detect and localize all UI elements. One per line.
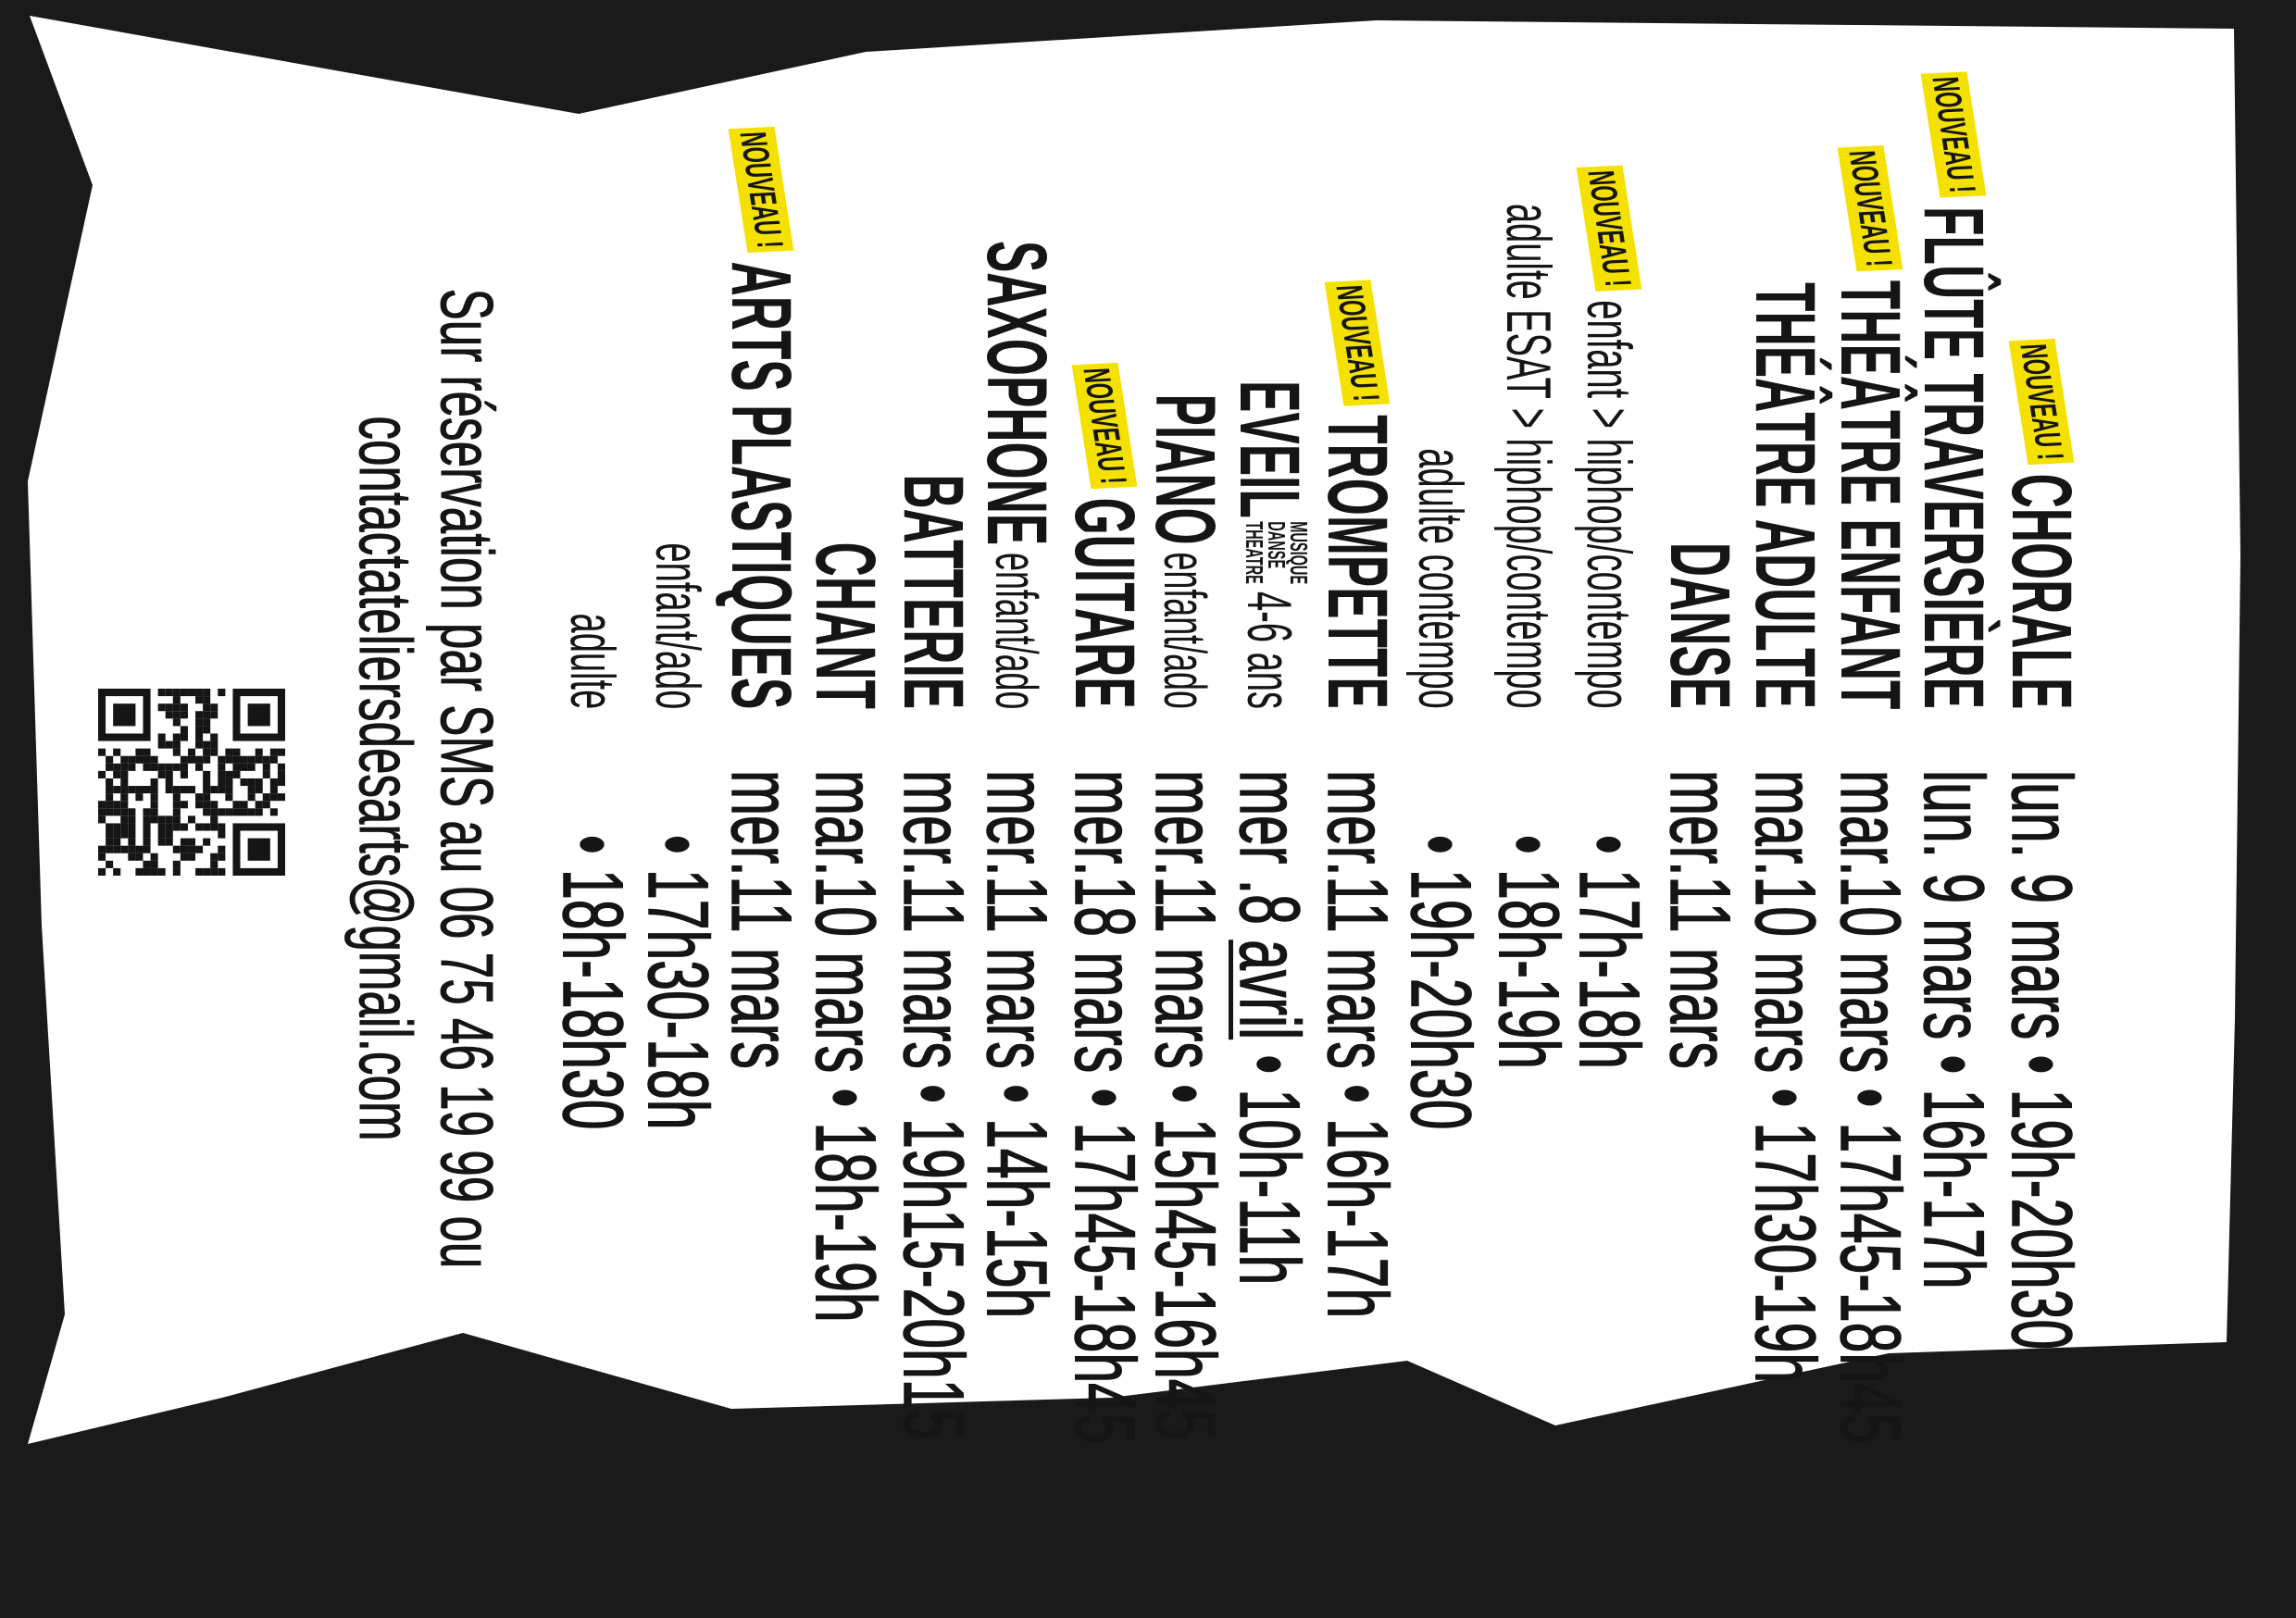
new-badge: NOUVEAU ! — [1071, 363, 1138, 490]
schedule-row-danse-adulte: adulte contempo • 19h-20h30 — [1392, 0, 1488, 1618]
schedule-row-piano: PIANO enfant/ado mer.11 mars • 15h45-16h4… — [1137, 0, 1232, 1618]
website-link[interactable]: www.ateliersdesarts.com — [34, 643, 82, 954]
activity-date: lun. 9 mars • 16h-17h — [1905, 769, 2001, 1289]
activity-label: EVEIL — [1222, 380, 1316, 518]
activity-time: • 18h-19h — [1480, 834, 1576, 1070]
schedule-row-arts-plastiques: NOUVEAU ! ARTS PLASTIQUES mer.11 mars — [713, 0, 809, 1618]
activity-date: mer.11 mars • 19h15-20h15 — [885, 769, 980, 1440]
new-badge: NOUVEAU ! — [1837, 144, 1903, 272]
activity-label: BATTERIE — [886, 474, 980, 709]
activity-sublabel: enfant/ado — [643, 542, 713, 709]
activity-label: FLÛTE TRAVERSIÈRE — [1906, 206, 2001, 709]
reservation-text: Sur réservation par SMS au 06 75 46 19 9… — [426, 288, 509, 1269]
activity-label: CHORALE — [1994, 473, 2089, 709]
activity-sublabel: adulte ESAT > hiphop/contempo — [1493, 204, 1564, 709]
schedule-row-arts-enfant: enfant/ado • 17h30-18h — [630, 0, 725, 1618]
activity-date: mer .8 avril • 10h-11h — [1221, 769, 1316, 1285]
activity-label: THÉÂTRE ADULTE — [1738, 282, 1832, 709]
schedule-row-chant: CHANT mar.10 mars • 18h-19h — [797, 0, 892, 1618]
date-day: mer .8 — [1221, 769, 1316, 940]
new-badge: NOUVEAU ! — [1324, 280, 1391, 407]
activity-audience: enfant/ado — [983, 552, 1050, 709]
activity-date: mer.11 mars • 15h45-16h45 — [1137, 769, 1232, 1440]
schedule-row-danse: DANSE mer.11 mars — [1652, 0, 1747, 1618]
activity-date: mar.10 mars • 17h45-18h45 — [1822, 769, 1917, 1444]
activity-date: mer.18 mars • 17h45-18h45 — [1056, 769, 1152, 1444]
activity-date: mer.11 mars • 14h-15h — [968, 769, 1064, 1319]
activity-date: lun. 9 mars • 19h-20h30 — [1993, 769, 2089, 1350]
activity-date: mar.10 mars • 18h-19h — [797, 769, 892, 1323]
schedule-row-saxophone: SAXOPHONE enfant/ado mer.11 mars • 14h-15… — [968, 0, 1064, 1618]
schedule-row-batterie: BATTERIE mer.11 mars • 19h15-20h15 — [885, 0, 980, 1618]
activity-label: THÉÂTRE ENFANT — [1823, 280, 1917, 709]
date-month: avril — [1221, 940, 1316, 1040]
discipline-text: THEATRE — [1241, 521, 1268, 584]
schedule-row-danse-enfant: NOUVEAU ! enfant > hiphop/contempo • 17h-… — [1561, 0, 1657, 1618]
contact-email[interactable]: contactateliersdesarts@gmail.com — [344, 416, 428, 1141]
activity-label: DANSE — [1653, 541, 1747, 709]
activity-date: mer.11 mars — [1652, 769, 1747, 1069]
activity-audience: enfant/ado — [1152, 552, 1218, 709]
activity-sublabel: enfant > hiphop/contempo — [1574, 300, 1644, 709]
activity-label: TROMPETTE — [1310, 415, 1404, 709]
activity-label: SAXOPHONE — [969, 240, 1064, 545]
activity-time: • 18h-18h30 — [544, 834, 640, 1130]
discipline-text: DANSE — [1263, 521, 1291, 569]
activity-sublabel: adulte contempo — [1405, 448, 1476, 709]
schedule-row-arts-adulte: adulte • 18h-18h30 — [544, 0, 640, 1618]
schedule-row-theatre-adulte: THÉÂTRE ADULTE mar.10 mars • 17h30-19h — [1737, 0, 1832, 1618]
new-badge: NOUVEAU ! — [728, 126, 794, 254]
activity-date: mer.11 mars — [713, 769, 808, 1069]
activity-label: CHANT — [798, 541, 892, 709]
qr-code[interactable] — [98, 689, 285, 876]
age-range: 4-6 ans — [1234, 591, 1304, 709]
activity-label: PIANO — [1138, 393, 1232, 545]
date-time: • 10h-11h — [1221, 1039, 1316, 1286]
schedule-row-theatre-enfant: NOUVEAU ! THÉÂTRE ENFANT mar.10 mars • 17… — [1822, 0, 1918, 1618]
activity-time: • 17h-18h — [1561, 834, 1656, 1070]
activity-label: ARTS PLASTIQUES — [714, 261, 808, 709]
new-badge: NOUVEAU ! — [2008, 338, 2075, 466]
schedule-row-guitare: NOUVEAU ! GUITARE mer.18 mars • 17h45-18h… — [1056, 0, 1153, 1618]
schedule-row-chorale: NOUVEAU ! CHORALE lun. 9 mars • 19h-20h30 — [1993, 0, 2090, 1618]
schedule-row-trompette: NOUVEAU ! TROMPETTE mer.11 mars • 16h-17h — [1309, 0, 1405, 1618]
discipline-text: MUSIQUE — [1285, 521, 1313, 585]
new-badge: NOUVEAU ! — [1576, 165, 1642, 292]
activity-date: mar.10 mars • 17h30-19h — [1737, 769, 1832, 1384]
activity-sublabel: adulte — [557, 613, 628, 709]
schedule-row-flute: NOUVEAU ! FLÛTE TRAVERSIÈRE lun. 9 mars •… — [1905, 0, 2002, 1618]
activity-label: GUITARE — [1057, 497, 1152, 709]
new-badge: NOUVEAU ! — [1920, 71, 1987, 198]
schedule-row-danse-esat: adulte ESAT > hiphop/contempo • 18h-19h — [1480, 0, 1576, 1618]
activity-time: • 17h30-18h — [630, 834, 725, 1130]
activity-date: mer.11 mars • 16h-17h — [1309, 769, 1404, 1319]
activity-time: • 19h-20h30 — [1392, 834, 1488, 1130]
